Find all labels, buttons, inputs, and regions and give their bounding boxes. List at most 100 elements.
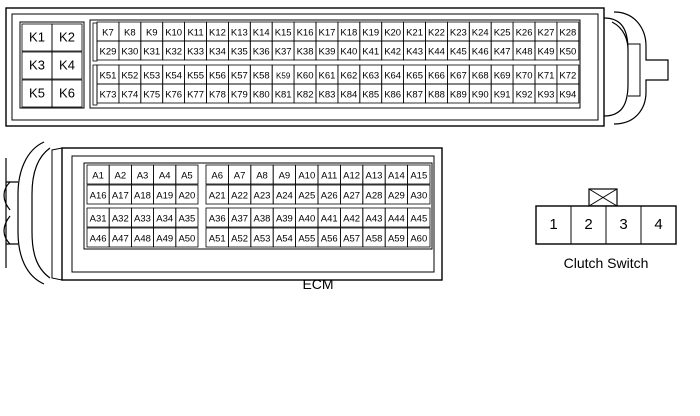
a-pin-label: A9 — [279, 171, 291, 182]
a-pin-label: A42 — [343, 214, 360, 225]
a-pin-label: A38 — [254, 214, 271, 225]
k-right-latch-tab — [628, 43, 641, 97]
k-pin-label: K61 — [318, 71, 335, 82]
k-big-pin-block — [19, 21, 85, 109]
a-pin-label: A22 — [231, 191, 248, 202]
k-pin-label: K68 — [472, 71, 489, 82]
k-pin-label: K65 — [406, 71, 423, 82]
a-pin-label: A59 — [388, 234, 405, 245]
clutch-switch-pin-box — [640, 205, 677, 245]
k-pin-label: K72 — [559, 71, 576, 82]
a-pin-box — [407, 207, 431, 228]
a-pin: A60 — [407, 227, 431, 248]
k-pin-label: K56 — [209, 71, 226, 82]
k-pin-label: K33 — [187, 47, 204, 58]
clutch-switch-label: Clutch Switch — [564, 255, 649, 271]
a-pin-label: A31 — [90, 214, 107, 225]
k-pin-label: K74 — [121, 90, 138, 101]
a-pin-box — [175, 164, 199, 185]
k-big-pin-label: K3 — [29, 58, 45, 73]
a-pin-label: A44 — [388, 214, 405, 225]
k-pin-label: K15 — [275, 28, 292, 39]
k-pin-label: K92 — [516, 90, 533, 101]
k-pin-label: K53 — [143, 71, 160, 82]
a-pin-label: A27 — [343, 191, 360, 202]
k-pin-label: K27 — [537, 28, 554, 39]
k-pin-label: K67 — [450, 71, 467, 82]
k-pin-label: K54 — [165, 71, 182, 82]
a-pin-label: A43 — [366, 214, 383, 225]
k-pin-label: K60 — [297, 71, 314, 82]
k-pin-label: K23 — [450, 28, 467, 39]
a-pin-block — [83, 162, 433, 250]
k-big-pin: K2 — [51, 23, 83, 52]
k-connector-inner-frame — [11, 13, 599, 121]
k-big-pin: K4 — [51, 51, 83, 80]
k-pin-label: K37 — [275, 47, 292, 58]
a-pin-label: A32 — [112, 214, 129, 225]
a-pin: A30 — [407, 184, 431, 205]
k-pin-label: K58 — [253, 71, 270, 82]
a-pin: A15 — [407, 164, 431, 185]
ecm-label: ECM — [302, 276, 333, 292]
k-pin-label: K30 — [121, 47, 138, 58]
a-pin-label: A49 — [156, 234, 173, 245]
k-pin-label: K63 — [362, 71, 379, 82]
k-pin-label: K7 — [102, 28, 114, 39]
k-pin-label: K14 — [253, 28, 270, 39]
k-small-pin-block — [89, 19, 581, 109]
k-pin-label: K93 — [537, 90, 554, 101]
k-pin-label: K88 — [428, 90, 445, 101]
k-pin-label: K13 — [231, 28, 248, 39]
a-pin-label: A29 — [388, 191, 405, 202]
a-pin-box — [407, 227, 431, 248]
a-pin-label: A28 — [366, 191, 383, 202]
k-pin-label: K84 — [340, 90, 357, 101]
a-pin-box — [175, 184, 199, 205]
k-pin-label: K31 — [143, 47, 160, 58]
clutch-switch-pin: 4 — [640, 205, 677, 245]
k-pin-label: K8 — [124, 28, 136, 39]
k-pin-label: K21 — [406, 28, 423, 39]
k-pin-box — [556, 83, 580, 104]
k-big-pin-label: K4 — [59, 58, 75, 73]
clutch-switch-lock-cross-b — [588, 188, 618, 207]
k-pin-label: K50 — [559, 47, 576, 58]
a-pin-label: A52 — [231, 234, 248, 245]
a-pin-label: A16 — [90, 191, 107, 202]
a-pin-label: A30 — [410, 191, 427, 202]
k-pin-label: K20 — [384, 28, 401, 39]
a-pin-label: A39 — [276, 214, 293, 225]
k-pin-label: K55 — [187, 71, 204, 82]
k-big-pin-label: K6 — [59, 86, 75, 101]
clutch-switch-pin-label: 1 — [549, 216, 557, 233]
k-pin-label: K82 — [297, 90, 314, 101]
k-pin-label: K48 — [516, 47, 533, 58]
a-pin-label: A26 — [321, 191, 338, 202]
k-pin-label: K43 — [406, 47, 423, 58]
k-pin-label: K70 — [516, 71, 533, 82]
k-pin-label: K78 — [209, 90, 226, 101]
a-pin-box — [407, 184, 431, 205]
k-pin-label: K89 — [450, 90, 467, 101]
a-pin-label: A2 — [114, 171, 126, 182]
k-pin-label: K29 — [99, 47, 116, 58]
a-pin-label: A57 — [343, 234, 360, 245]
k-pin-label: K87 — [406, 90, 423, 101]
a-connector-inner-frame — [71, 155, 435, 273]
k-pin-label: K36 — [253, 47, 270, 58]
k-big-pin-label: K5 — [29, 86, 45, 101]
k-pin-label: K39 — [318, 47, 335, 58]
k-pin-label: K25 — [494, 28, 511, 39]
a-pin-label: A21 — [209, 191, 226, 202]
a-pin: A20 — [175, 184, 199, 205]
a-pin-label: A8 — [256, 171, 268, 182]
a-pin-label: A50 — [178, 234, 195, 245]
clutch-switch-pin-label: 3 — [619, 216, 627, 233]
a-pin-label: A12 — [343, 171, 360, 182]
k-pin-label: K9 — [146, 28, 158, 39]
a-pin-label: A18 — [134, 191, 151, 202]
k-pin-label: K52 — [121, 71, 138, 82]
